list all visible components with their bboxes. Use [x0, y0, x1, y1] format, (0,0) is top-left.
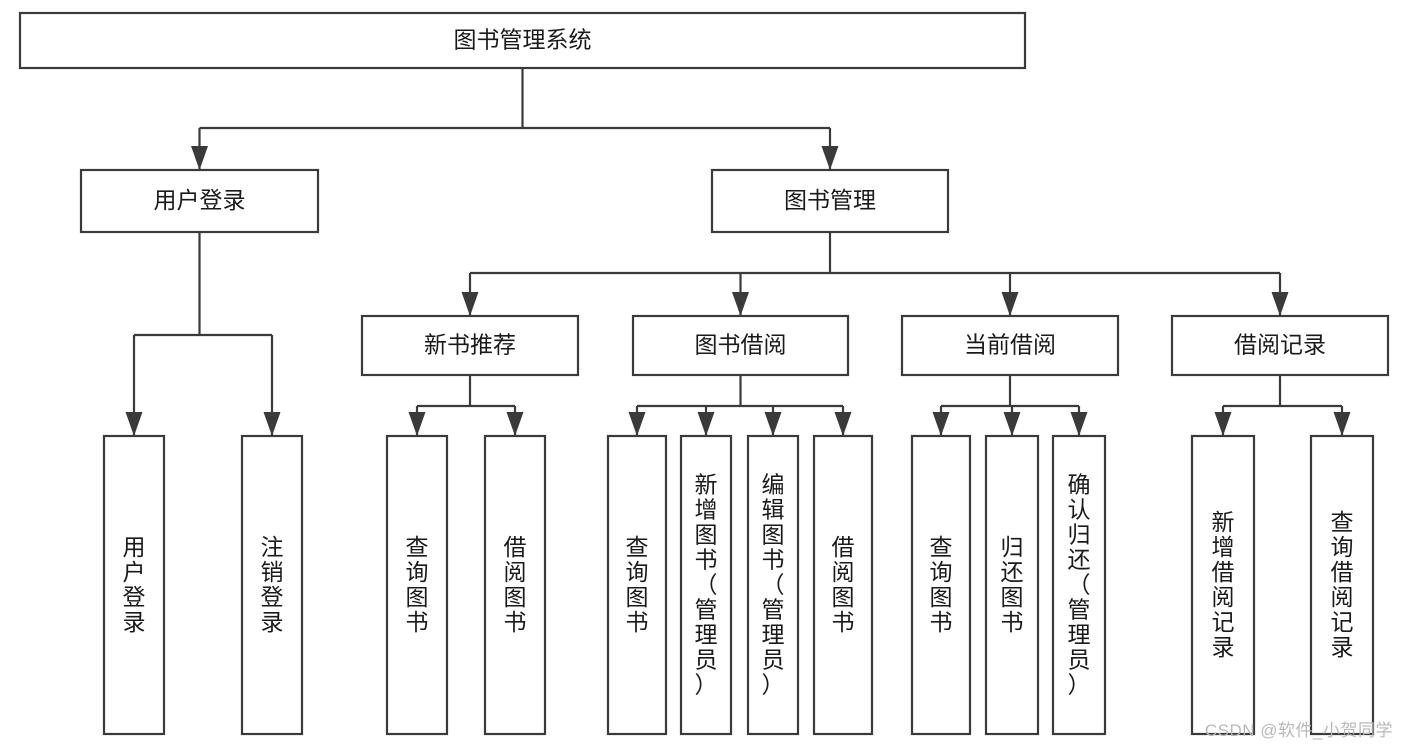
node-box-l3_new[interactable] — [360, 314, 580, 377]
node-box-l2_user[interactable] — [79, 168, 320, 234]
arrow-icon-l3_borrow — [732, 292, 749, 316]
node-l3_new[interactable]: 新书推荐 — [360, 314, 580, 377]
node-leaf_new_query[interactable]: 查询图书 — [385, 434, 449, 736]
node-box-leaf_b_edit[interactable] — [746, 434, 800, 736]
node-box-l2_book[interactable] — [710, 168, 950, 234]
node-box-leaf_c_return[interactable] — [984, 434, 1040, 736]
arrow-icon-l2_user — [191, 146, 208, 170]
node-label-leaf_r_query: 查询借阅记录 — [1331, 509, 1354, 660]
node-root[interactable]: 图书管理系统 — [18, 11, 1027, 70]
node-box-l3_borrow[interactable] — [631, 314, 850, 377]
node-label-leaf_r_add: 新增借阅记录 — [1212, 509, 1235, 660]
node-l3_record[interactable]: 借阅记录 — [1170, 314, 1390, 377]
node-box-leaf_c_confirm[interactable] — [1051, 434, 1107, 736]
node-leaf_b_lend[interactable]: 借阅图书 — [812, 434, 874, 736]
node-label-leaf_user_logout: 注销登录 — [261, 534, 284, 635]
node-label-leaf_b_query: 查询图书 — [626, 534, 649, 635]
node-box-leaf_new_borrow[interactable] — [483, 434, 547, 736]
node-leaf_user_logout[interactable]: 注销登录 — [240, 434, 304, 736]
node-box-leaf_r_add[interactable] — [1190, 434, 1256, 736]
arrow-icon-leaf_b_lend — [834, 412, 852, 436]
node-box-leaf_user_login[interactable] — [102, 434, 166, 736]
node-box-leaf_new_query[interactable] — [385, 434, 449, 736]
arrow-icon-leaf_user_login — [125, 412, 143, 436]
node-box-leaf_c_query[interactable] — [910, 434, 972, 736]
node-label-l2_book: 图书管理 — [784, 187, 876, 213]
node-box-leaf_r_query[interactable] — [1309, 434, 1375, 736]
node-leaf_b_query[interactable]: 查询图书 — [606, 434, 668, 736]
arrow-icon-l3_new — [461, 292, 479, 316]
arrow-icon-leaf_new_query — [408, 412, 426, 436]
node-leaf_r_add[interactable]: 新增借阅记录 — [1190, 434, 1256, 736]
node-label-l3_record: 借阅记录 — [1234, 332, 1326, 358]
node-label-l3_borrow: 图书借阅 — [695, 332, 787, 358]
node-l2_book[interactable]: 图书管理 — [710, 168, 950, 234]
node-leaf_c_confirm[interactable]: 确认归还（管理员） — [1051, 434, 1107, 736]
nodes-layer: 图书管理系统用户登录图书管理新书推荐图书借阅当前借阅借阅记录用户登录注销登录查询… — [18, 11, 1390, 736]
node-leaf_c_return[interactable]: 归还图书 — [984, 434, 1040, 736]
arrow-icon-l3_record — [1271, 292, 1289, 316]
node-label-leaf_b_lend: 借阅图书 — [832, 534, 855, 635]
node-label-leaf_new_borrow: 借阅图书 — [504, 534, 527, 635]
node-label-leaf_c_return: 归还图书 — [1001, 534, 1024, 635]
arrow-icon-leaf_c_return — [1003, 412, 1021, 436]
node-leaf_b_add[interactable]: 新增图书（管理员） — [679, 434, 733, 736]
arrow-icon-leaf_c_confirm — [1070, 412, 1088, 436]
node-l2_user[interactable]: 用户登录 — [79, 168, 320, 234]
node-label-leaf_user_login: 用户登录 — [123, 534, 146, 635]
node-box-l3_record[interactable] — [1170, 314, 1390, 377]
node-box-leaf_user_logout[interactable] — [240, 434, 304, 736]
arrow-icon-leaf_r_query — [1333, 412, 1351, 436]
node-label-root: 图书管理系统 — [454, 27, 592, 53]
node-box-leaf_b_add[interactable] — [679, 434, 733, 736]
node-box-leaf_b_query[interactable] — [606, 434, 668, 736]
arrow-icon-leaf_b_add — [697, 412, 715, 436]
arrow-icon-leaf_r_add — [1214, 412, 1232, 436]
node-label-leaf_new_query: 查询图书 — [406, 534, 429, 635]
arrow-icon-l3_current — [1001, 292, 1019, 316]
node-box-root[interactable] — [18, 11, 1027, 70]
node-label-leaf_b_add: 新增图书（管理员） — [695, 472, 718, 698]
arrow-icon-leaf_b_query — [628, 412, 646, 436]
node-leaf_r_query[interactable]: 查询借阅记录 — [1309, 434, 1375, 736]
arrow-icon-leaf_b_edit — [764, 412, 782, 436]
arrow-icon-leaf_c_query — [932, 412, 950, 436]
arrow-icon-l2_book — [821, 146, 839, 170]
node-leaf_new_borrow[interactable]: 借阅图书 — [483, 434, 547, 736]
node-leaf_c_query[interactable]: 查询图书 — [910, 434, 972, 736]
node-leaf_b_edit[interactable]: 编辑图书（管理员） — [746, 434, 800, 736]
node-l3_current[interactable]: 当前借阅 — [900, 314, 1120, 377]
node-l3_borrow[interactable]: 图书借阅 — [631, 314, 850, 377]
node-label-leaf_c_confirm: 确认归还（管理员） — [1068, 472, 1091, 698]
node-label-l3_new: 新书推荐 — [424, 332, 516, 358]
connectors-layer — [125, 68, 1351, 436]
arrow-icon-leaf_user_logout — [263, 412, 281, 436]
node-label-l2_user: 用户登录 — [154, 187, 246, 213]
node-label-leaf_b_edit: 编辑图书（管理员） — [762, 472, 785, 698]
node-box-leaf_b_lend[interactable] — [812, 434, 874, 736]
node-box-l3_current[interactable] — [900, 314, 1120, 377]
node-label-leaf_c_query: 查询图书 — [930, 534, 953, 635]
arrow-icon-leaf_new_borrow — [506, 412, 524, 436]
node-leaf_user_login[interactable]: 用户登录 — [102, 434, 166, 736]
node-label-l3_current: 当前借阅 — [964, 332, 1056, 358]
